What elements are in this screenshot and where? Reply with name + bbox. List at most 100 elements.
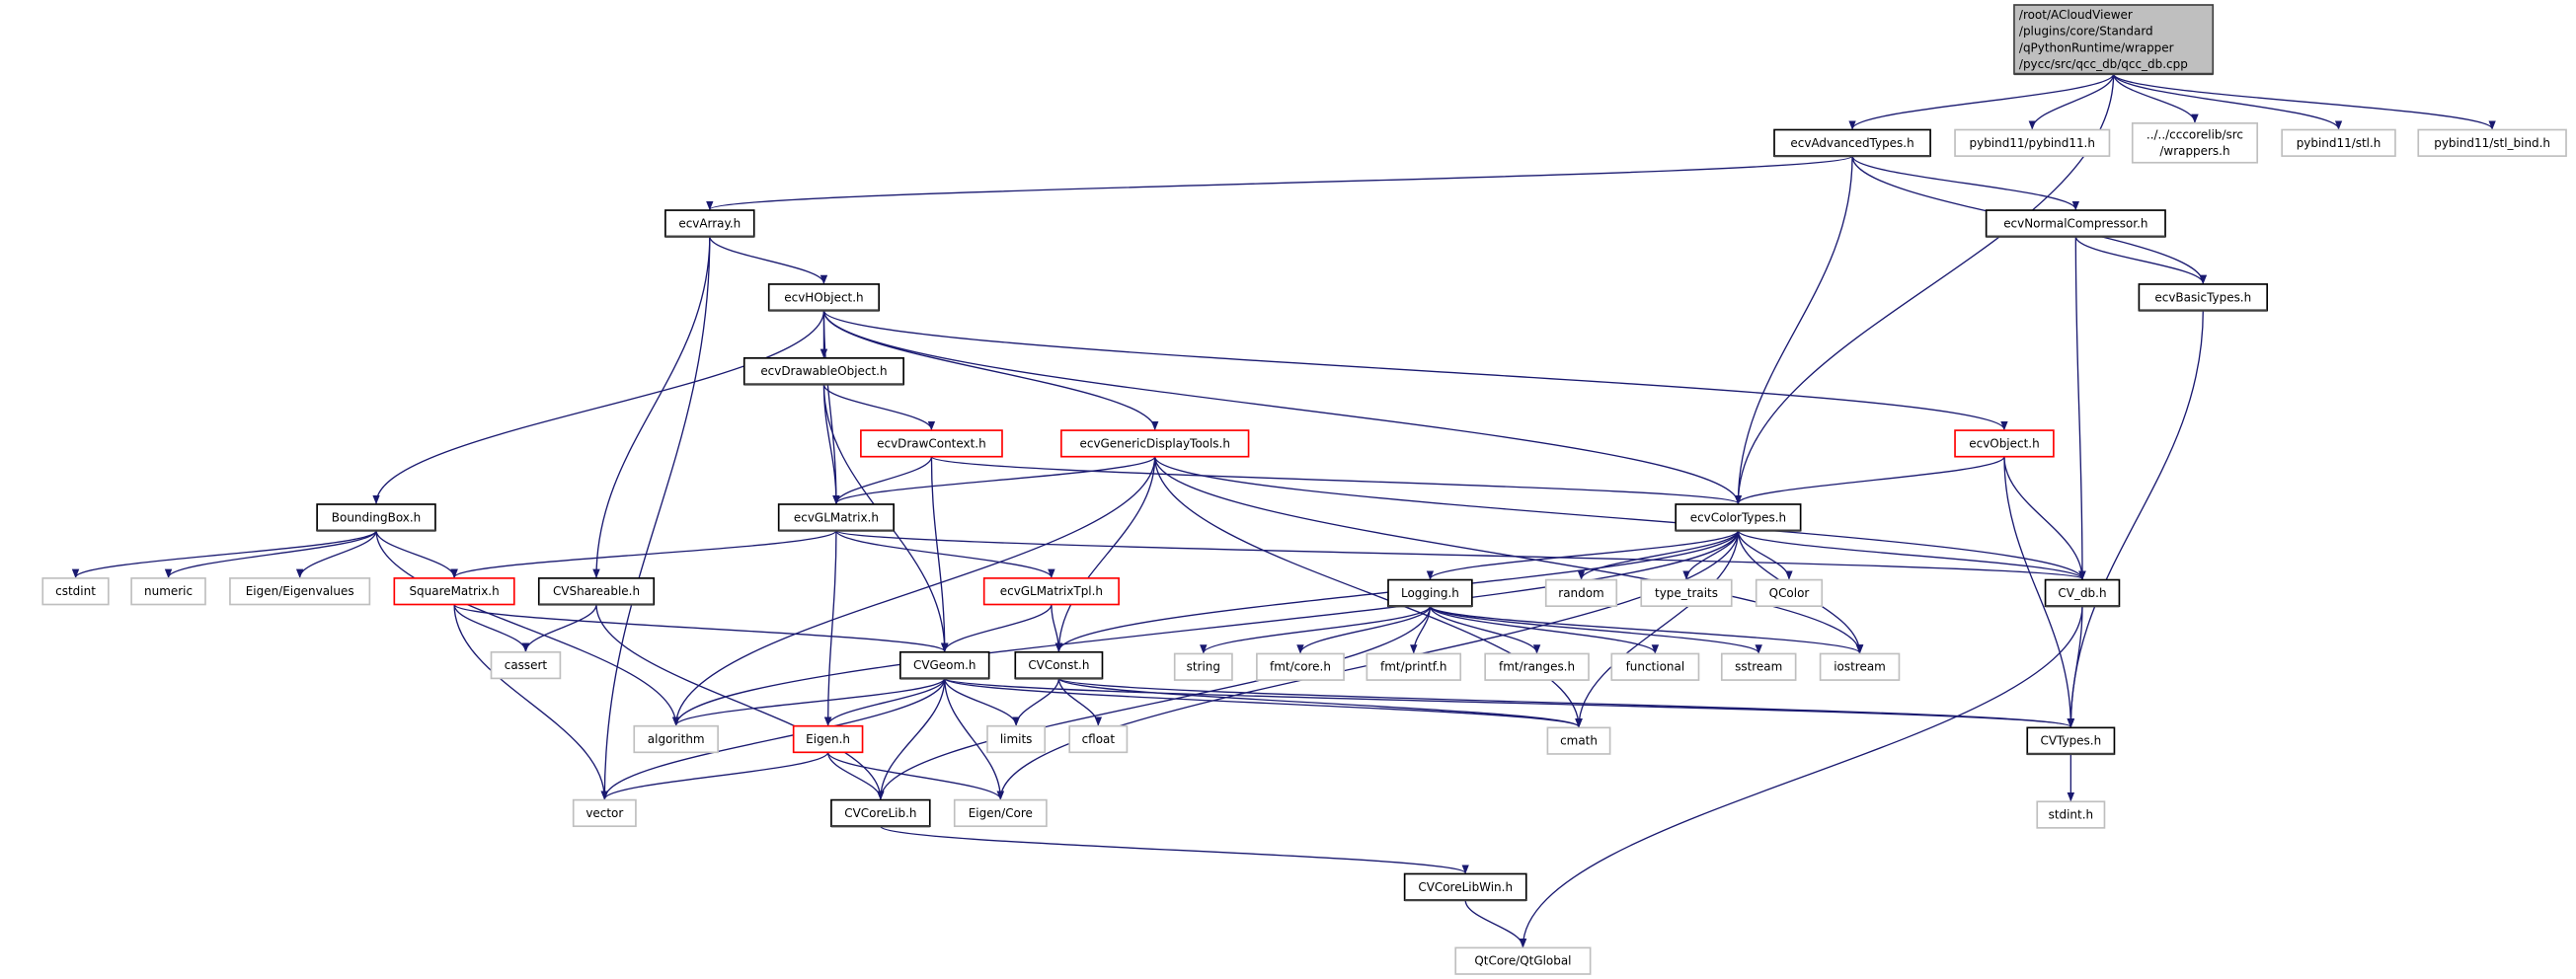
edge-BoundingBox-to-numeric bbox=[164, 530, 377, 578]
node-label: ecvHObject.h bbox=[784, 290, 863, 304]
node-stdint: stdint.h bbox=[2036, 800, 2106, 829]
node-box bbox=[1819, 652, 1901, 681]
node-root[interactable]: /root/ACloudViewer/plugins/core/Standard… bbox=[2013, 4, 2215, 76]
edge-SquareMatrix-to-cassert bbox=[453, 604, 530, 652]
node-box bbox=[1544, 578, 1618, 608]
node-ecvAdvancedTypes[interactable]: ecvAdvancedTypes.h bbox=[1773, 128, 1931, 158]
edge-SquareMatrix-to-CVGeom bbox=[453, 603, 949, 652]
edge-CVConst-to-cmath bbox=[1057, 677, 1583, 728]
edge-ecvDrawableObject-to-ecvDrawContext bbox=[822, 384, 936, 431]
edge-EigenH-to-CVCoreLib bbox=[826, 752, 885, 800]
node-CVTypes[interactable]: CVTypes.h bbox=[2026, 726, 2116, 756]
node-box bbox=[572, 798, 637, 828]
node-box bbox=[1546, 726, 1611, 755]
node-label: Eigen/Core bbox=[969, 806, 1033, 820]
node-CV_db[interactable]: CV_db.h bbox=[2044, 578, 2121, 608]
edge-ecvColorTypes-to-CV_db bbox=[1737, 530, 2086, 580]
edge-root-to-ecvAdvancedTypes bbox=[1848, 73, 2115, 130]
edge-ecvGLMatrixTpl-to-CVGeom bbox=[941, 604, 1053, 652]
node-label: pybind11/stl.h bbox=[2297, 136, 2381, 150]
edge-CV_db-to-QtGlobal bbox=[1519, 606, 2083, 948]
node-random: random bbox=[1544, 578, 1618, 608]
node-box bbox=[1755, 578, 1824, 608]
node-SquareMatrix[interactable]: SquareMatrix.h bbox=[393, 577, 515, 606]
node-label: CVGeom.h bbox=[913, 658, 976, 672]
node-ecvGLMatrix[interactable]: ecvGLMatrix.h bbox=[777, 503, 895, 532]
node-label: cfloat bbox=[1082, 732, 1116, 746]
node-label: QColor bbox=[1769, 586, 1810, 600]
node-iostream: iostream bbox=[1819, 652, 1901, 681]
edge-ecvGenericDisplayTools-to-ecvGLMatrix bbox=[832, 456, 1156, 505]
node-box bbox=[2417, 128, 2567, 157]
node-CVGeom[interactable]: CVGeom.h bbox=[898, 650, 990, 680]
edge-SquareMatrix-to-vector bbox=[453, 604, 609, 800]
edge-ecvGenericDisplayTools-to-CV_db bbox=[1154, 456, 2086, 580]
edge-root-to-stl bbox=[2112, 73, 2343, 130]
node-CVCoreLib[interactable]: CVCoreLib.h bbox=[830, 798, 931, 828]
node-box bbox=[767, 283, 881, 312]
node-box bbox=[1640, 578, 1733, 608]
node-label: BoundingBox.h bbox=[332, 510, 421, 524]
node-label: sstream bbox=[1735, 660, 1782, 674]
edge-ecvDrawContext-to-CVGeom bbox=[930, 456, 949, 652]
node-CVCoreLibWin[interactable]: CVCoreLibWin.h bbox=[1403, 872, 1527, 902]
node-ecvColorTypes[interactable]: ecvColorTypes.h bbox=[1675, 503, 1802, 532]
node-label: ecvGLMatrix.h bbox=[794, 510, 879, 524]
edge-BoundingBox-to-cstdint bbox=[71, 530, 377, 578]
node-label: ecvAdvancedTypes.h bbox=[1790, 136, 1913, 150]
node-label: numeric bbox=[144, 584, 193, 598]
node-BoundingBox[interactable]: BoundingBox.h bbox=[316, 503, 436, 532]
node-ecvObject[interactable]: ecvObject.h bbox=[1954, 429, 2055, 458]
node-numeric: numeric bbox=[130, 577, 206, 606]
node-box bbox=[229, 577, 371, 606]
edge-Logging-to-string bbox=[1200, 605, 1432, 654]
edge-ecvColorTypes-to-random bbox=[1577, 530, 1740, 580]
node-pybind11: pybind11/pybind11.h bbox=[1954, 128, 2111, 157]
edge-Logging-to-iostream bbox=[1429, 605, 1864, 654]
edge-ecvGenericDisplayTools-to-algorithm bbox=[672, 456, 1156, 726]
node-fmtranges: fmt/ranges.h bbox=[1484, 652, 1590, 681]
node-label: string bbox=[1187, 660, 1220, 674]
node-ecvGLMatrixTpl[interactable]: ecvGLMatrixTpl.h bbox=[982, 577, 1120, 606]
edge-ecvNormalCompressor-to-CV_db bbox=[2074, 236, 2086, 580]
node-label: vector bbox=[585, 806, 623, 820]
edge-CVShareable-to-cassert bbox=[521, 604, 597, 652]
edge-CVGeom-to-algorithm bbox=[672, 677, 946, 726]
node-ecvArray[interactable]: ecvArray.h bbox=[664, 209, 755, 238]
node-label: CVConst.h bbox=[1028, 658, 1089, 672]
node-label: ecvDrawableObject.h bbox=[760, 364, 887, 378]
node-label: fmt/printf.h bbox=[1380, 660, 1446, 674]
node-ecvDrawableObject[interactable]: ecvDrawableObject.h bbox=[742, 357, 904, 386]
edge-ecvObject-to-CV_db bbox=[2003, 456, 2086, 580]
edge-ecvObject-to-CVTypes bbox=[2003, 456, 2075, 728]
node-cassert: cassert bbox=[490, 650, 562, 680]
edge-Logging-to-CVCoreLib bbox=[877, 606, 1432, 800]
node-EigenH[interactable]: Eigen.h bbox=[792, 724, 864, 754]
edge-CVGeom-to-limits bbox=[944, 678, 1020, 726]
edge-ecvGenericDisplayTools-to-cmath bbox=[1154, 456, 1583, 728]
edge-root-to-pybind11 bbox=[2028, 73, 2115, 130]
edge-CVConst-to-cfloat bbox=[1057, 678, 1103, 726]
node-vector: vector bbox=[572, 798, 637, 828]
node-label: fmt/core.h bbox=[1270, 660, 1331, 674]
node-ecvDrawContext[interactable]: ecvDrawContext.h bbox=[860, 429, 1003, 458]
node-ecvHObject[interactable]: ecvHObject.h bbox=[767, 283, 881, 312]
node-box bbox=[1014, 650, 1104, 680]
node-CVShareable[interactable]: CVShareable.h bbox=[537, 577, 656, 606]
edge-root-to-wrappers bbox=[2112, 73, 2199, 123]
node-label: CVShareable.h bbox=[553, 584, 640, 598]
node-label: cstdint bbox=[55, 584, 96, 598]
node-QtGlobal: QtCore/QtGlobal bbox=[1454, 946, 1592, 975]
node-ecvNormalCompressor[interactable]: ecvNormalCompressor.h bbox=[1985, 209, 2166, 238]
node-label: /qPythonRuntime/wrapper bbox=[2019, 40, 2174, 54]
node-label: functional bbox=[1626, 660, 1685, 674]
node-CVConst[interactable]: CVConst.h bbox=[1014, 650, 1104, 680]
edge-CVGeom-to-vector bbox=[600, 678, 946, 800]
node-box bbox=[1366, 652, 1462, 681]
node-label: /pycc/src/qcc_db/qcc_db.cpp bbox=[2019, 57, 2188, 71]
node-Logging[interactable]: Logging.h bbox=[1387, 578, 1473, 608]
edge-Logging-to-functional bbox=[1429, 605, 1660, 654]
node-ecvGenericDisplayTools[interactable]: ecvGenericDisplayTools.h bbox=[1060, 429, 1250, 458]
node-ecvBasicTypes[interactable]: ecvBasicTypes.h bbox=[2138, 283, 2269, 312]
node-QColor: QColor bbox=[1755, 578, 1824, 608]
